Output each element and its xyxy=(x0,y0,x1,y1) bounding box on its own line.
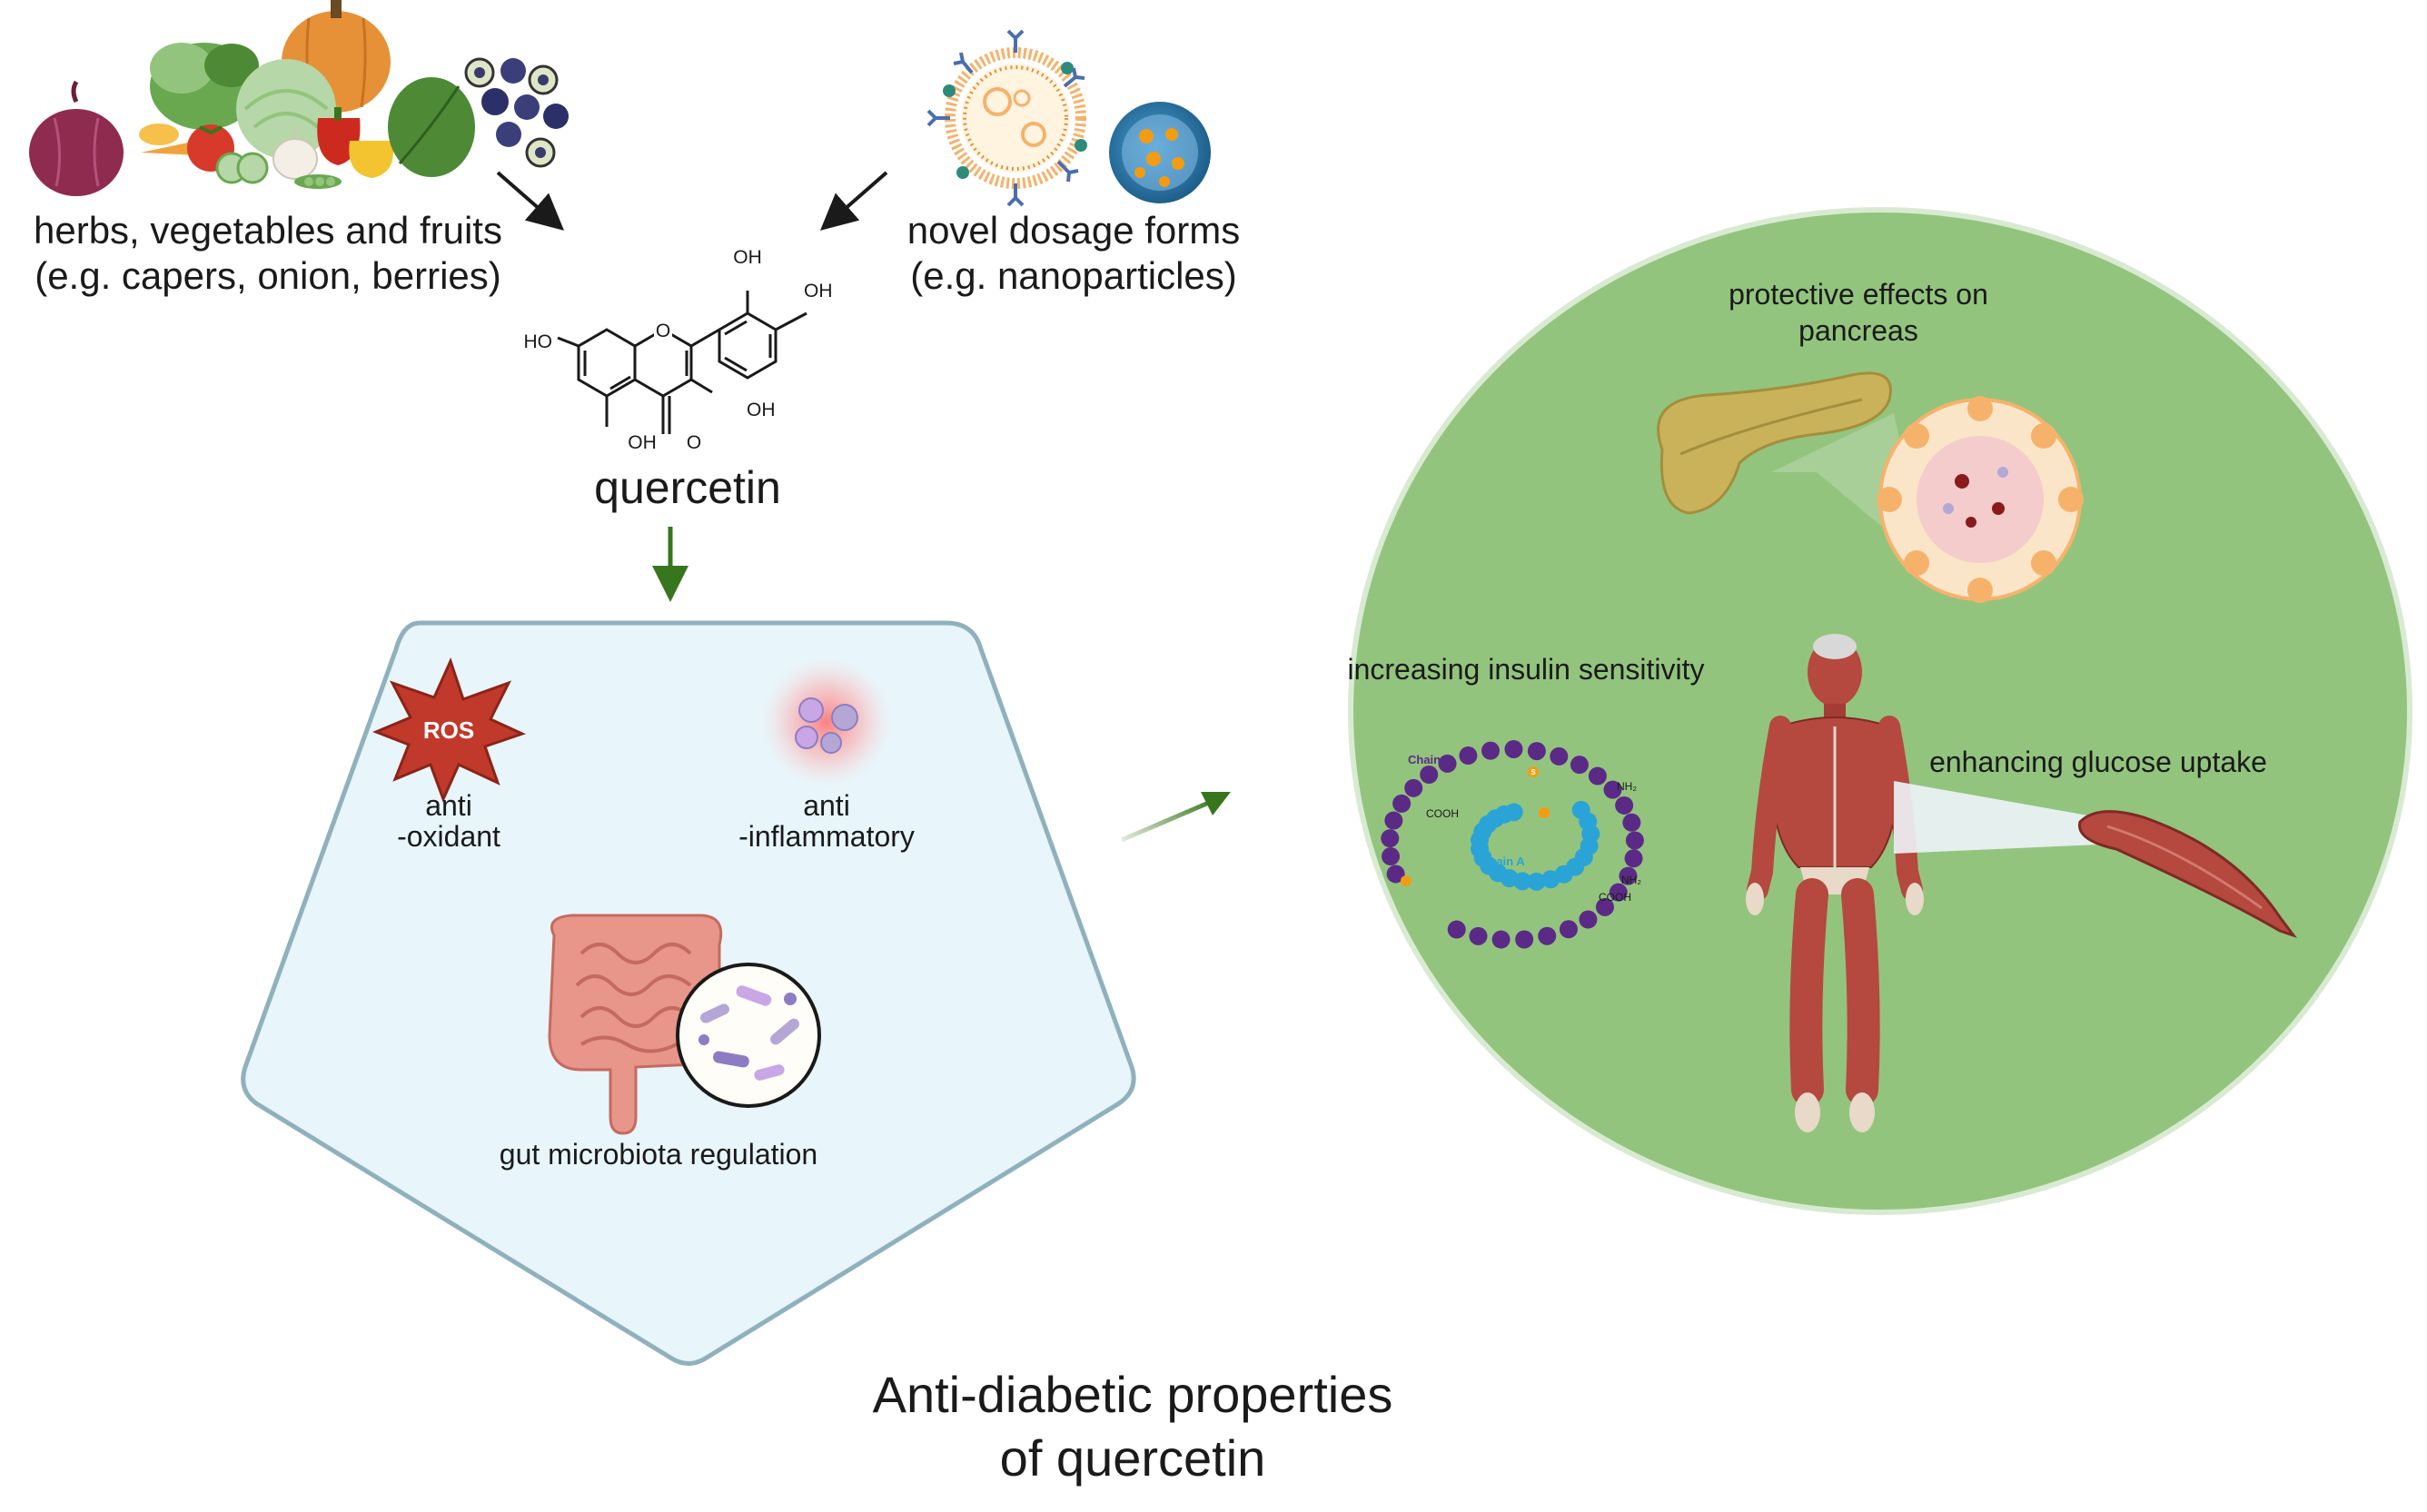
insulin-cooh-2: COOH xyxy=(1599,891,1631,904)
arrow-effects-to-outcomes xyxy=(1121,796,1218,843)
atom-label-carbonyl-o: O xyxy=(687,432,701,453)
pancreas-icon xyxy=(1657,371,1892,515)
intestines-icon xyxy=(548,914,723,1135)
insulin-chain-b-bead xyxy=(1609,883,1628,902)
foods-label-line2: (e.g. capers, onion, berries) xyxy=(35,254,501,297)
atom-label-ring-o: O xyxy=(656,321,670,341)
insulin-nh2-1: NH₂ xyxy=(1617,780,1637,793)
skeletal-muscle-icon xyxy=(2078,810,2298,938)
insulin-chain-b-bead xyxy=(1527,742,1546,761)
insulin-chain-b-bead xyxy=(1625,831,1644,850)
disulfide-label: S xyxy=(1530,768,1536,776)
dosage-label-line1: novel dosage forms xyxy=(907,209,1241,252)
insulin-chain-b-bead xyxy=(1438,754,1457,773)
insulin-chain-b-bead xyxy=(1381,829,1400,848)
insulin-chain-b-bead xyxy=(1447,920,1466,939)
insulin-chain-b-bead xyxy=(1504,740,1523,759)
insulin-nh2-2: NH₂ xyxy=(1621,874,1641,886)
antiinflammatory-label-line2: -inflammatory xyxy=(738,820,915,853)
microbiota-magnifier-icon xyxy=(676,963,821,1108)
insulin-chain-b-bead xyxy=(1588,766,1607,786)
onion-icon xyxy=(29,80,124,196)
insulin-chain-b-bead xyxy=(1559,920,1578,939)
insulin-chain-b-bead xyxy=(1491,930,1511,949)
insulin-chain-b-bead xyxy=(1459,746,1478,766)
insulin-label: increasing insulin sensitivity xyxy=(1347,653,1704,686)
antiinflammatory-label-line1: anti xyxy=(803,789,850,822)
insulin-chain-b-bead xyxy=(1579,910,1598,929)
ros-badge: ROS xyxy=(423,716,474,744)
insulin-chain-b-bead xyxy=(1386,865,1405,884)
insulin-chain-b-bead xyxy=(1469,926,1488,945)
quercetin-structure xyxy=(557,291,807,434)
leafy-greens-icon xyxy=(150,43,259,130)
insulin-chain-b-bead xyxy=(1420,765,1439,784)
outcomes-circle xyxy=(1348,207,2412,1215)
berries-icon xyxy=(464,57,569,168)
inflammation-cells-icon xyxy=(761,657,892,787)
insulin-chain-b-bead xyxy=(1404,778,1423,797)
insulin-cooh-1: COOH xyxy=(1426,807,1459,820)
insulin-chain-a-bead xyxy=(1527,872,1546,891)
arrow-foods-to-quercetin xyxy=(496,171,565,231)
insulin-chain-b-bead xyxy=(1515,930,1534,949)
insulin-chain-b-bead xyxy=(1603,780,1622,799)
atom-label-ho: HO xyxy=(524,331,553,352)
cucumber-icon xyxy=(215,152,269,184)
insulin-chain-b-label: Chain B xyxy=(1408,753,1452,766)
insulin-chain-a-bead xyxy=(1504,803,1523,822)
liposome-icon xyxy=(926,29,1087,207)
pancreatic-islet-icon xyxy=(1877,396,2084,603)
insulin-chain-b-bead xyxy=(1382,847,1401,866)
insulin-molecule xyxy=(1381,740,1644,949)
atom-label-oh-right: OH xyxy=(747,400,776,420)
atom-label-oh-top2: OH xyxy=(804,281,833,301)
arrow-dosage-to-quercetin xyxy=(819,171,888,231)
insulin-chain-b-bead xyxy=(1538,926,1557,945)
insulin-chain-a-label: Chain A xyxy=(1481,855,1525,868)
nanoparticle-illustration xyxy=(926,29,1211,207)
insulin-chain-a-bead xyxy=(1541,870,1560,889)
insulin-disulfide-bridges: S xyxy=(1401,766,1550,886)
insulin-chain-b-bead xyxy=(1481,741,1500,760)
peas-icon xyxy=(294,174,342,189)
insulin-chain-b-bead xyxy=(1570,756,1589,775)
insulin-chain-b-bead xyxy=(1550,746,1569,766)
garlic-icon xyxy=(272,127,318,180)
insulin-chain-b-bead xyxy=(1384,811,1403,830)
insulin-chain-b-bead xyxy=(1619,866,1638,885)
insulin-chain-b-bead xyxy=(1622,813,1641,832)
arrow-effects-to-outcomes-head xyxy=(1201,792,1231,815)
figure-title-line1: Anti-diabetic properties xyxy=(873,1366,1393,1423)
zoom-beam-muscle xyxy=(1894,781,2098,854)
ros-starburst-icon xyxy=(372,657,527,803)
foods-illustration xyxy=(29,0,569,196)
antioxidant-label-line1: anti xyxy=(425,789,472,822)
pancreas-label-line1: protective effects on xyxy=(1729,278,1988,311)
figure-title-line2: of quercetin xyxy=(1000,1429,1266,1487)
insulin-chain-b-bead xyxy=(1624,849,1643,868)
pancreas-label-line2: pancreas xyxy=(1798,314,1918,347)
cabbage-icon xyxy=(236,59,336,159)
yellow-pepper-icon xyxy=(349,141,394,178)
foods-label-line1: herbs, vegetables and fruits xyxy=(34,209,502,252)
kale-icon xyxy=(388,77,475,177)
atom-label-oh-bottom: OH xyxy=(628,432,657,453)
insulin-chain-b-bead xyxy=(1615,796,1634,815)
polymer-nanoparticle-icon xyxy=(1109,102,1211,203)
human-muscular-body-icon xyxy=(1746,634,1924,1132)
quercetin-atom-labels: HO O OH OH OH OH O xyxy=(524,247,833,453)
glucose-label: enhancing glucose uptake xyxy=(1929,746,2267,778)
insulin-chain-b-bead xyxy=(1392,794,1412,813)
insulin-chain-b-bead xyxy=(1595,897,1614,916)
quercetin-label: quercetin xyxy=(594,462,781,513)
atom-label-oh-top1: OH xyxy=(733,247,762,268)
antioxidant-label-line2: -oxidant xyxy=(397,820,500,853)
dosage-label-line2: (e.g. nanoparticles) xyxy=(910,254,1237,297)
gut-label: gut microbiota regulation xyxy=(500,1138,817,1171)
